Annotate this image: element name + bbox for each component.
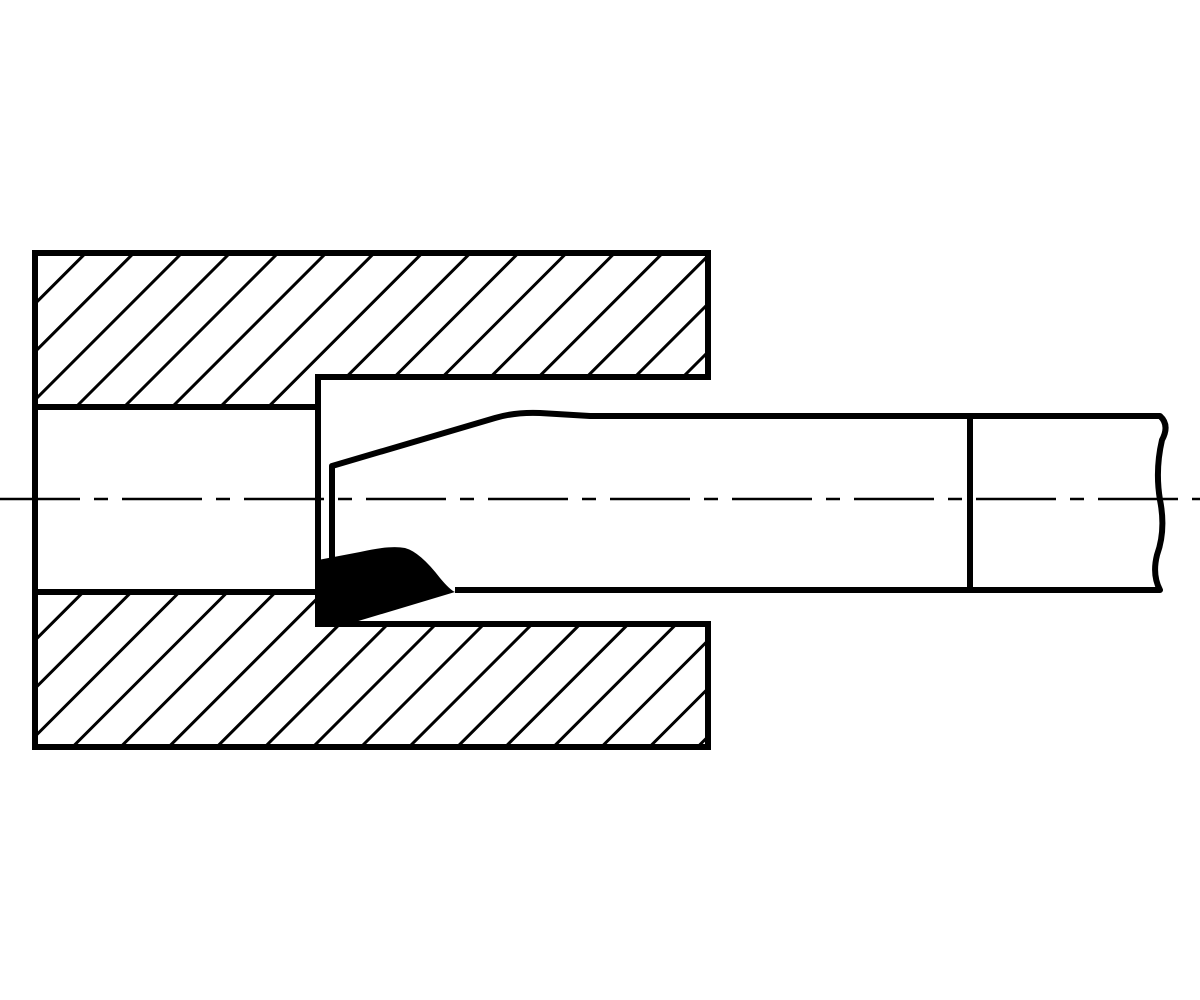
workpiece-section xyxy=(32,250,711,750)
workpiece-hatch-top xyxy=(35,253,708,407)
boring-bar xyxy=(318,409,1169,626)
tool-outline xyxy=(329,409,1169,593)
workpiece-hatch-bottom xyxy=(35,592,708,747)
carbide-insert xyxy=(318,547,455,626)
